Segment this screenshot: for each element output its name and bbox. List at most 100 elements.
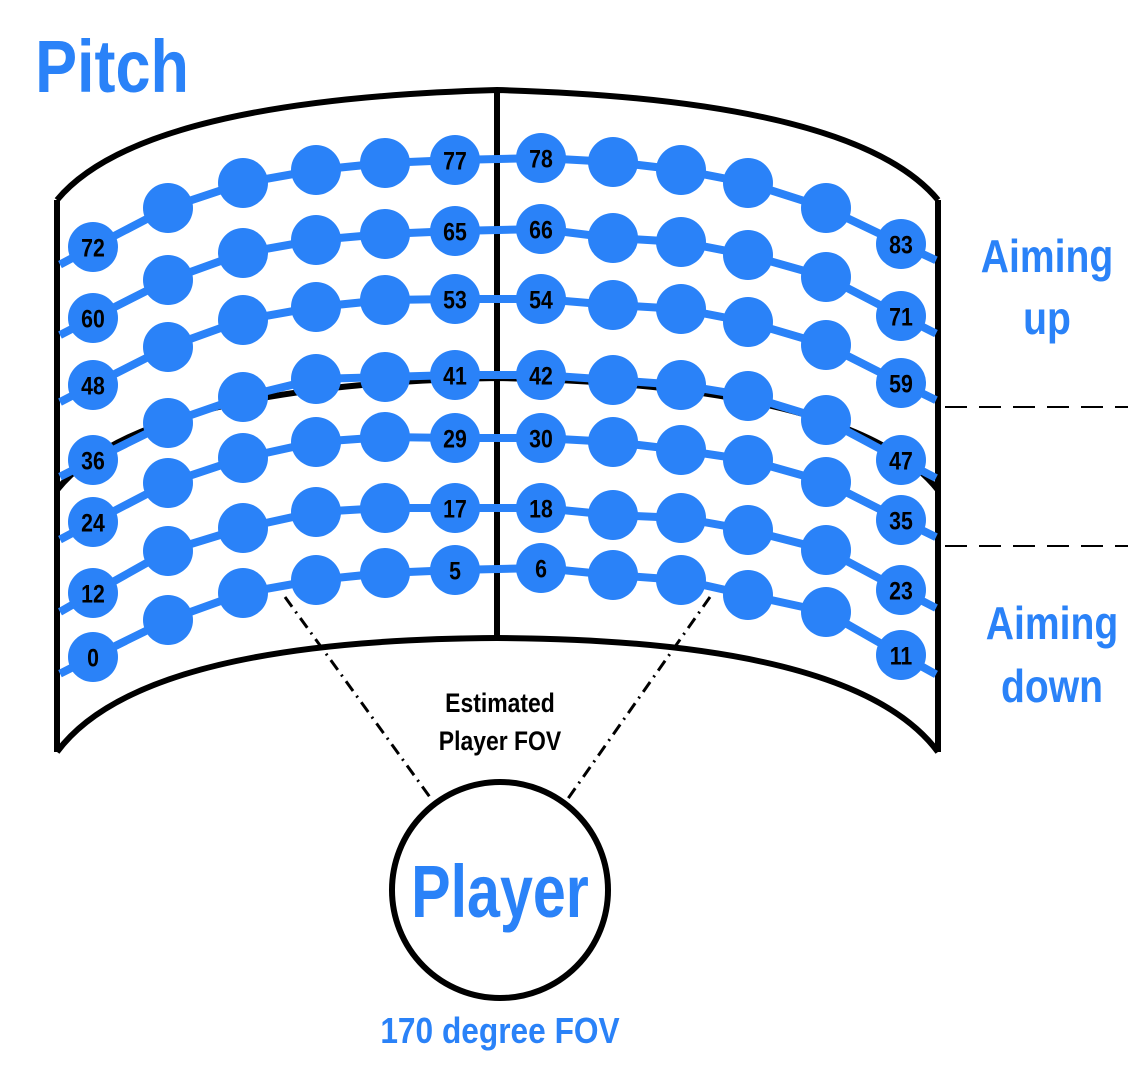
- fov-lines: [283, 596, 712, 801]
- pitch-dot: [430, 206, 480, 256]
- pitch-dot: [360, 209, 410, 259]
- pitch-dot-label: 66: [529, 216, 553, 244]
- pitch-dot: [291, 282, 341, 332]
- pitch-dot: [218, 568, 268, 618]
- pitch-dot-label: 12: [81, 580, 105, 608]
- pitch-dot: [588, 355, 638, 405]
- pitch-dot: [143, 458, 193, 508]
- aiming-up-line2: up: [1023, 293, 1071, 345]
- pitch-dot: [360, 412, 410, 462]
- pitch-dot-label: 60: [81, 305, 105, 333]
- pitch-dot: [516, 413, 566, 463]
- pitch-dot: [516, 543, 566, 593]
- pitch-dot: [291, 487, 341, 537]
- pitch-dot-label: 41: [443, 362, 467, 390]
- pitch-dot: [68, 435, 118, 485]
- pitch-dot: [143, 322, 193, 372]
- pitch-dot: [588, 137, 638, 187]
- aiming-down-line2: down: [1001, 661, 1103, 713]
- pitch-dot: [68, 632, 118, 682]
- pitch-dot-label: 17: [443, 495, 467, 523]
- pitch-dot: [143, 398, 193, 448]
- pitch-dot: [360, 548, 410, 598]
- pitch-dot: [143, 526, 193, 576]
- pitch-dot: [430, 350, 480, 400]
- title: Pitch: [35, 25, 189, 108]
- pitch-dot: [801, 320, 851, 370]
- pitch-dot-label: 35: [889, 507, 913, 535]
- pitch-dot: [360, 275, 410, 325]
- pitch-dot-label: 30: [529, 425, 553, 453]
- pitch-dot: [723, 158, 773, 208]
- pitch-dot: [291, 555, 341, 605]
- pitch-dot: [801, 457, 851, 507]
- pitch-dot: [801, 587, 851, 637]
- dot-row: 24 29 30 35: [58, 412, 938, 547]
- pitch-dot: [656, 145, 706, 195]
- player-fov-label: 170 degree FOV: [380, 1011, 620, 1051]
- pitch-dot-label: 83: [889, 231, 913, 259]
- pitch-dot-label: 53: [443, 286, 467, 314]
- pitch-dot: [723, 505, 773, 555]
- pitch-dot: [656, 217, 706, 267]
- pitch-dot: [588, 417, 638, 467]
- pitch-dot: [876, 495, 926, 545]
- pitch-dot: [68, 360, 118, 410]
- pitch-dot-label: 24: [81, 509, 105, 537]
- pitch-dot: [430, 274, 480, 324]
- pitch-dot: [723, 297, 773, 347]
- pitch-dot-label: 18: [529, 495, 553, 523]
- pitch-dot: [801, 252, 851, 302]
- pitch-dot: [656, 360, 706, 410]
- pitch-dot: [876, 291, 926, 341]
- pitch-dot-label: 6: [535, 555, 547, 583]
- pitch-dot: [876, 358, 926, 408]
- pitch-dot: [430, 545, 480, 595]
- pitch-dot: [516, 350, 566, 400]
- pitch-dot: [723, 371, 773, 421]
- player-label: Player: [411, 851, 589, 934]
- pitch-dot: [723, 230, 773, 280]
- pitch-dot-label: 48: [81, 372, 105, 400]
- pitch-dot: [516, 133, 566, 183]
- pitch-dot: [360, 352, 410, 402]
- pitch-dot: [516, 204, 566, 254]
- pitch-dot: [876, 565, 926, 615]
- player-circle: [389, 779, 611, 1001]
- pitch-dot-label: 29: [443, 425, 467, 453]
- pitch-dot-label: 77: [443, 147, 467, 175]
- pitch-dot: [516, 483, 566, 533]
- pitch-dot: [516, 274, 566, 324]
- fov-label-line2: Player FOV: [439, 726, 562, 756]
- pitch-dot: [218, 372, 268, 422]
- pitch-dot-label: 0: [87, 644, 99, 672]
- aiming-up-line1: Aiming: [981, 231, 1113, 283]
- pitch-dot: [68, 497, 118, 547]
- pitch-dot: [588, 490, 638, 540]
- pitch-dot-label: 11: [890, 642, 913, 670]
- pitch-dot: [143, 255, 193, 305]
- pitch-dot: [291, 215, 341, 265]
- pitch-dot: [656, 493, 706, 543]
- pitch-dot: [723, 435, 773, 485]
- pitch-dot: [588, 280, 638, 330]
- pitch-dot: [430, 483, 480, 533]
- pitch-dot: [801, 395, 851, 445]
- pitch-dot-label: 59: [889, 370, 913, 398]
- pitch-dot: [801, 525, 851, 575]
- pitch-dot: [656, 284, 706, 334]
- pitch-dot: [68, 222, 118, 272]
- pitch-dot: [291, 417, 341, 467]
- pitch-dot: [218, 503, 268, 553]
- pitch-dot-label: 42: [529, 362, 553, 390]
- pitch-dot: [68, 568, 118, 618]
- pitch-dot: [68, 293, 118, 343]
- pitch-dot-label: 65: [443, 218, 467, 246]
- pitch-dot: [218, 295, 268, 345]
- pitch-dot: [218, 228, 268, 278]
